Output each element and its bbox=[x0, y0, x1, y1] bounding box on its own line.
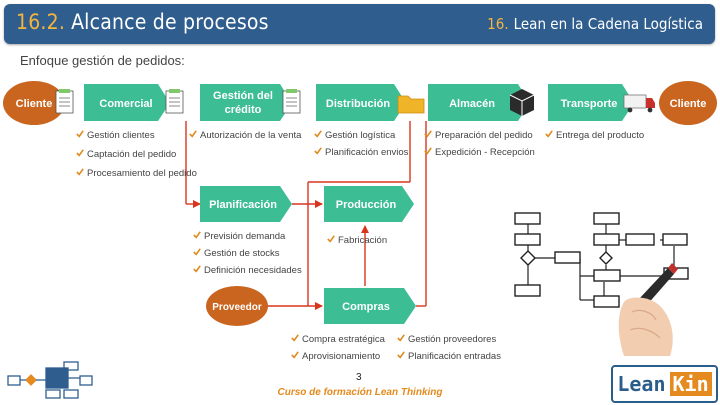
cliente-right-label: Cliente bbox=[670, 98, 707, 110]
checkmark-icon bbox=[397, 351, 405, 359]
chapter-title: 16.Lean en la Cadena Logística bbox=[487, 15, 703, 33]
checkmark-icon bbox=[545, 130, 553, 138]
slide-title-text: Alcance de procesos bbox=[71, 10, 269, 34]
produccion-process bbox=[324, 186, 414, 222]
cliente-right-node bbox=[659, 81, 717, 125]
gestion-credito-label-line2: crédito bbox=[225, 104, 262, 116]
checkmark-icon bbox=[291, 334, 299, 342]
checklist-item: Fabricación bbox=[338, 235, 387, 246]
document-icon bbox=[165, 89, 184, 114]
produccion-label: Producción bbox=[336, 199, 397, 211]
diagram-subtitle: Enfoque gestión de pedidos: bbox=[20, 53, 185, 68]
chapter-number: 16. bbox=[487, 15, 509, 33]
slide-header: 16.2.Alcance de procesos 16.Lean en la C… bbox=[4, 4, 715, 44]
distribucion-process bbox=[316, 84, 406, 121]
checklist-item: Procesamiento del pedido bbox=[87, 168, 197, 179]
folder-icon bbox=[397, 95, 425, 114]
checkmark-icon bbox=[76, 149, 84, 157]
checklist-item: Captación del pedido bbox=[87, 149, 176, 160]
checkmark-icon bbox=[189, 130, 197, 138]
transporte-process bbox=[548, 84, 634, 121]
comercial-label: Comercial bbox=[99, 98, 152, 110]
checklist-item: Entrega del producto bbox=[556, 130, 644, 141]
hand-marker-illustration bbox=[618, 263, 678, 356]
checkmark-icon bbox=[397, 334, 405, 342]
document-icon bbox=[55, 89, 74, 114]
slide-title: 16.2.Alcance de procesos bbox=[16, 10, 269, 34]
checklist-item: Planificación entradas bbox=[408, 351, 501, 362]
comercial-process bbox=[84, 84, 170, 121]
gestion-credito-label-line1: Gestión del bbox=[213, 90, 273, 102]
almacen-label: Almacén bbox=[449, 98, 495, 110]
checklist-item: Expedición - Recepción bbox=[435, 147, 535, 158]
checklist-item: Gestión proveedores bbox=[408, 334, 496, 345]
slide-title-number: 16.2. bbox=[16, 10, 66, 34]
truck-icon bbox=[623, 94, 655, 113]
box-icon bbox=[509, 89, 535, 116]
flowchart-illustration bbox=[514, 212, 689, 308]
checkmark-icon bbox=[76, 130, 84, 138]
checklist-item: Definición necesidades bbox=[204, 265, 302, 276]
proveedor-label: Proveedor bbox=[212, 302, 262, 313]
checklist-item: Aprovisionamiento bbox=[302, 351, 380, 362]
checklist-item: Compra estratégica bbox=[302, 334, 386, 345]
cliente-left-node bbox=[3, 81, 65, 125]
checklist-item: Preparación del pedido bbox=[435, 130, 533, 141]
checkmark-icon bbox=[193, 265, 201, 273]
checkmark-icon bbox=[327, 235, 335, 243]
compras-label: Compras bbox=[342, 301, 390, 313]
mini-flowchart-logo bbox=[7, 361, 93, 399]
planificacion-process bbox=[200, 186, 292, 222]
planificacion-label: Planificación bbox=[209, 199, 277, 211]
almacen-process bbox=[428, 84, 530, 121]
chapter-title-text: Lean en la Cadena Logística bbox=[513, 15, 703, 33]
checklist-item: Gestión logística bbox=[325, 130, 396, 141]
checklist-item: Gestión clientes bbox=[87, 130, 155, 141]
checklist-item: Previsión demanda bbox=[204, 231, 286, 242]
cliente-left-label: Cliente bbox=[16, 98, 53, 110]
checklist-item: Gestión de stocks bbox=[204, 248, 280, 259]
checkmark-icon bbox=[193, 248, 201, 256]
logo-text-lean: Lean bbox=[617, 372, 666, 396]
page-number: 3 bbox=[356, 372, 362, 383]
checklist-item: Autorización de la venta bbox=[200, 130, 302, 141]
proveedor-node bbox=[206, 286, 268, 326]
checkmark-icon bbox=[76, 168, 84, 176]
checkmark-icon bbox=[193, 231, 201, 239]
checkmark-icon bbox=[291, 351, 299, 359]
logo-text-kin: Kin bbox=[669, 372, 712, 396]
distribucion-label: Distribución bbox=[326, 98, 390, 110]
compras-process bbox=[324, 288, 416, 324]
document-icon bbox=[282, 89, 301, 114]
checkmark-icon bbox=[314, 147, 322, 155]
footer-course-title: Curso de formación Lean Thinking bbox=[277, 387, 443, 398]
checkmark-icon bbox=[314, 130, 322, 138]
gestion-credito-process bbox=[200, 84, 292, 121]
checklist-item: Planificación envios bbox=[325, 147, 409, 158]
transporte-label: Transporte bbox=[561, 98, 618, 110]
